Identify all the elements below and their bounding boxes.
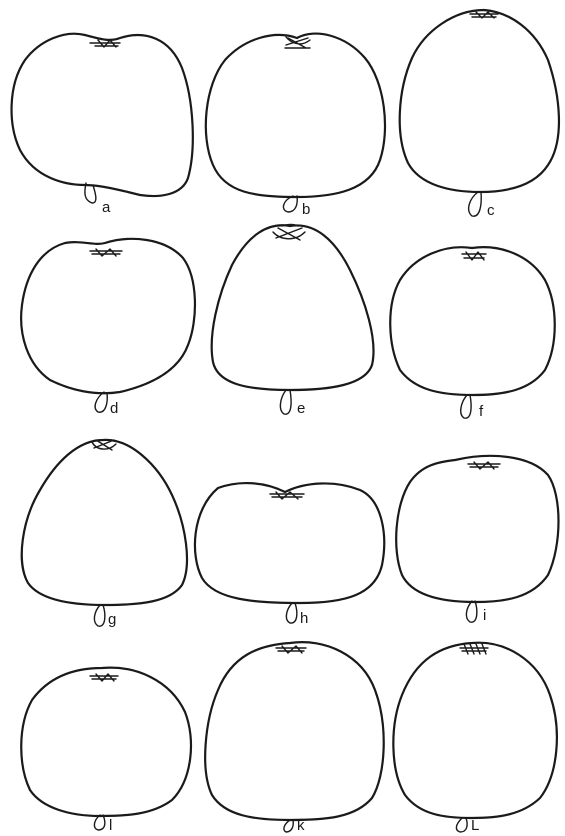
shape-label-L: L <box>471 817 479 834</box>
calyx-icon <box>462 252 486 260</box>
calyx-icon <box>90 40 120 47</box>
fruit-outline <box>205 642 384 820</box>
calyx-icon <box>468 462 500 469</box>
fruit-shape-e: e <box>212 225 374 418</box>
stem-icon <box>280 390 291 414</box>
stem-icon <box>284 820 293 832</box>
shape-label-c: c <box>487 202 495 219</box>
shape-label-k: k <box>297 817 305 834</box>
shape-label-l: l <box>109 817 112 834</box>
stem-icon <box>456 818 467 832</box>
fruit-outline <box>21 668 191 816</box>
shape-label-e: e <box>297 400 305 417</box>
fruit-shape-f: f <box>390 247 555 420</box>
fruit-shape-l: l <box>21 668 191 834</box>
fruit-outline <box>212 225 374 390</box>
fruit-shape-c: c <box>400 10 559 219</box>
fruit-shape-i: i <box>396 456 558 624</box>
fruit-shape-a: a <box>12 34 193 216</box>
calyx-icon <box>270 492 304 499</box>
shape-label-g: g <box>108 611 116 628</box>
stem-icon <box>283 196 297 212</box>
fruit-shape-d: d <box>21 239 195 417</box>
shape-label-i: i <box>483 607 486 624</box>
fruit-shape-k: k <box>205 642 384 834</box>
calyx-icon <box>470 12 498 18</box>
stem-icon <box>461 395 471 418</box>
fruit-shape-h: h <box>195 483 384 627</box>
shape-label-a: a <box>102 199 111 216</box>
calyx-icon <box>90 674 118 681</box>
stem-icon <box>94 815 104 830</box>
calyx-icon <box>276 646 306 653</box>
fruit-outline <box>195 483 384 603</box>
shape-label-f: f <box>479 403 484 420</box>
stem-icon <box>95 392 107 412</box>
stem-icon <box>469 192 482 216</box>
fruit-outline <box>12 34 193 196</box>
stem-icon <box>94 605 104 626</box>
fruit-shape-L: L <box>393 643 557 834</box>
fruit-shape-g: g <box>22 440 187 628</box>
fruit-outline <box>390 247 555 395</box>
fruit-outline <box>206 34 385 197</box>
shape-label-d: d <box>110 400 118 417</box>
fruit-outline <box>22 440 187 605</box>
fruit-outline <box>400 10 559 192</box>
fruit-outline <box>393 643 557 818</box>
fruit-outline <box>396 456 558 602</box>
fruit-outline <box>21 239 195 393</box>
shape-label-h: h <box>300 610 308 627</box>
shape-label-b: b <box>302 201 310 218</box>
stem-icon <box>286 603 296 623</box>
fruit-shape-b: b <box>206 34 385 218</box>
calyx-icon <box>460 644 488 654</box>
calyx-icon <box>90 249 122 256</box>
stem-icon <box>466 601 476 622</box>
